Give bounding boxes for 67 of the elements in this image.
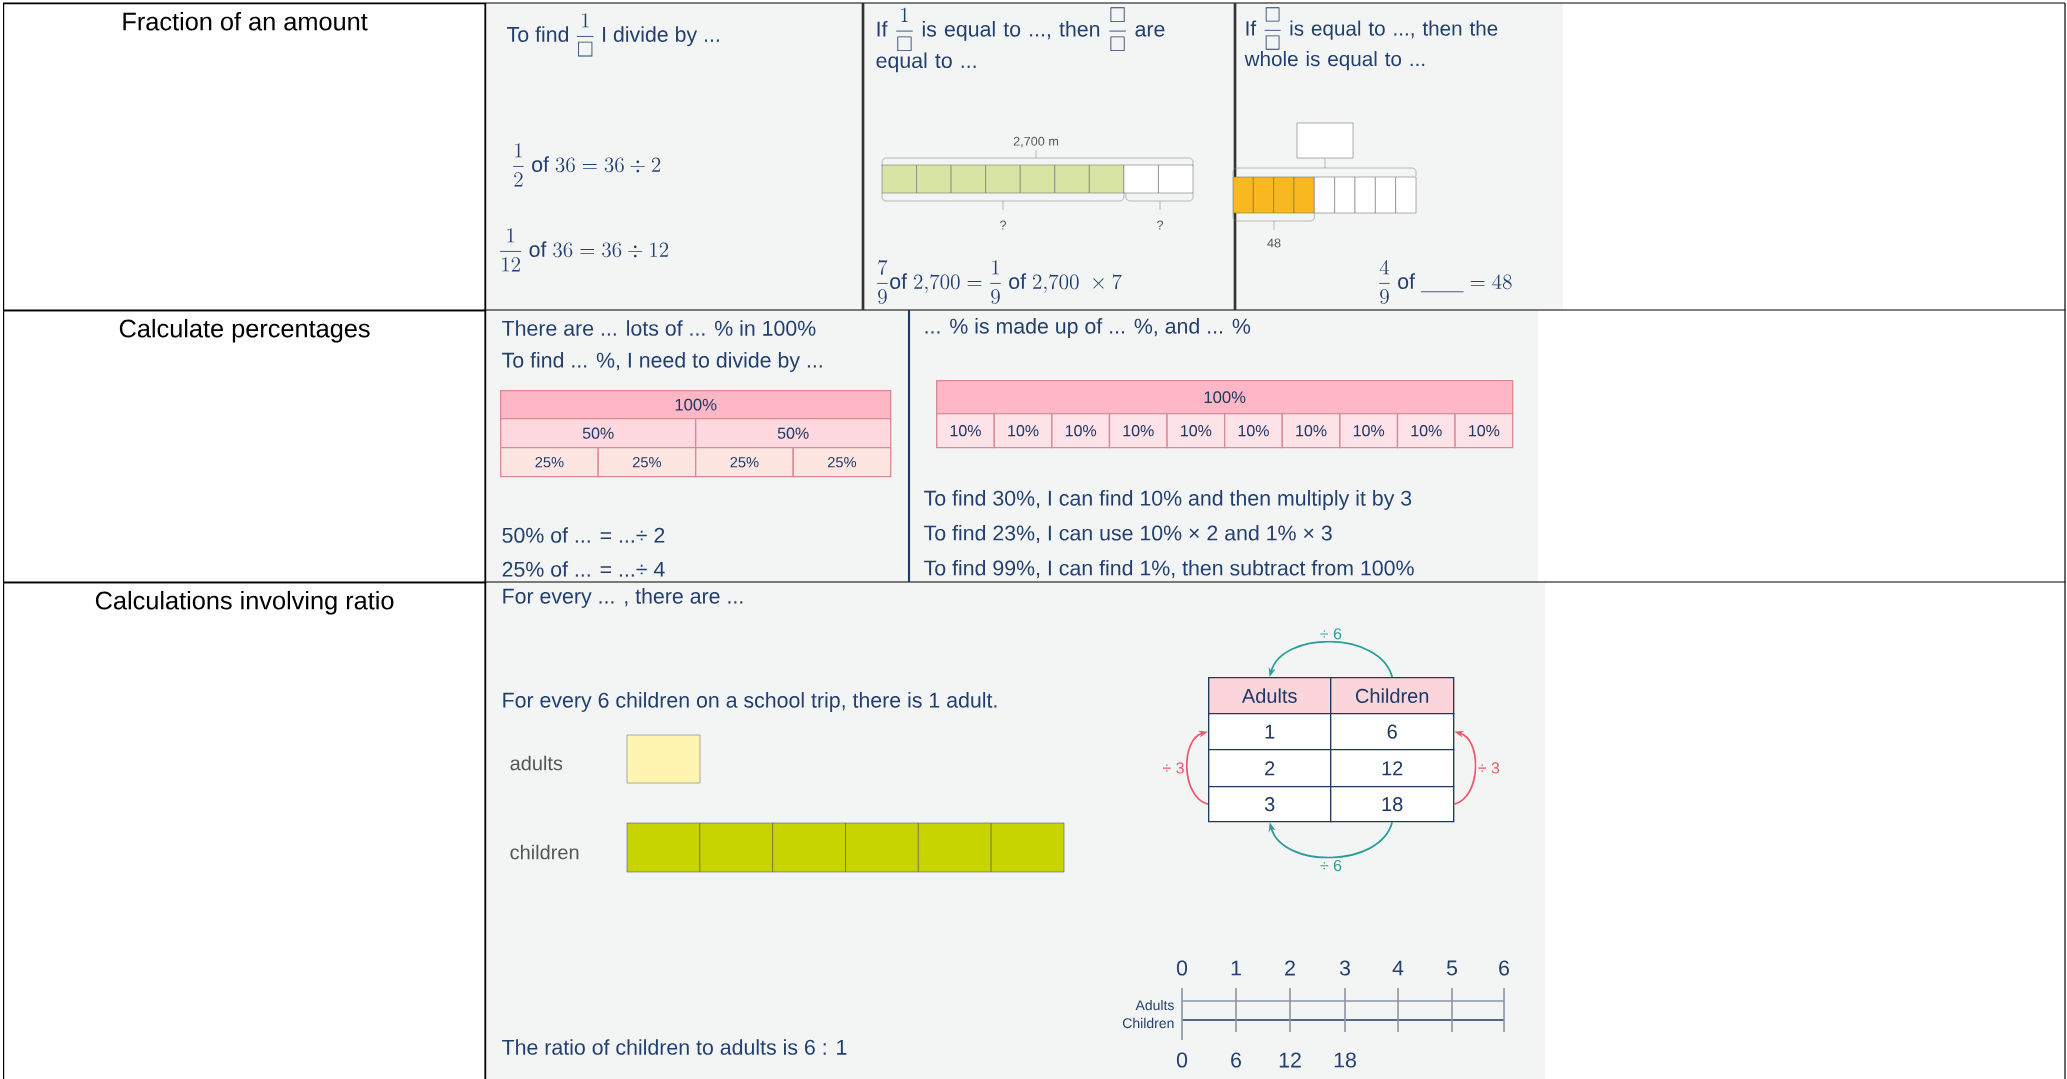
percentage-bar-cell: 50% [695, 418, 892, 449]
table-cell: 1 [1208, 713, 1332, 751]
number-label: 4 [1392, 960, 1404, 976]
row-header-cell: Fraction of an amount [3, 3, 487, 312]
percentage-bar-cell: 10% [1051, 413, 1111, 449]
number-label: 1 [1231, 960, 1241, 976]
sentence: To find ... %, I need to divide by ... [502, 352, 822, 372]
percentage-bar-cell: 10% [1396, 413, 1456, 449]
equation: $\text{If }\dfrac{\square}{\square}\text{ is equal to ..., then the }\allowbreak\text{whole is equal to ...}$ [1244, 7, 1498, 71]
sentence: To find 99%, I can find 1%, then subtract from 100% [924, 559, 1414, 579]
curved-arrow [1268, 821, 1394, 859]
row-header-cell: Calculate percentages [3, 310, 487, 584]
number-label: 5 [1446, 960, 1458, 976]
sentence: To find 30%, I can find 10% and then multiply it by 3 [924, 490, 1412, 510]
percentage-bar-cell: 25% [695, 447, 794, 478]
percentage-bar-cell: 100% [936, 380, 1514, 415]
number-label: 6 [1499, 960, 1509, 976]
percentage-bar-cell: 10% [1281, 413, 1341, 449]
number-label: 12 [1279, 1052, 1301, 1068]
measure-label: 2,700 m [1013, 136, 1059, 148]
sentence: 25% of ... = ...÷ 4 [502, 561, 665, 577]
equation: $\text{If }\dfrac{1}{\square}\text{ is equal to ..., then }\dfrac{\square}{\square}\text{ are }\allowbreak\text{equal to ...}$ [876, 7, 1165, 73]
table-cell: 2 [1208, 749, 1332, 788]
equation: $\dfrac{1}{12}\text{ of }36=36\div 12$ [500, 228, 669, 272]
number-label: 18 [1334, 1052, 1356, 1068]
sentence: For every ... , there are ... [503, 588, 743, 608]
equation: $\dfrac{1}{2}\text{ of }36=36\div 2$ [513, 143, 661, 187]
number-label: 6 [1231, 1052, 1241, 1068]
table-header-cell: Children [1330, 677, 1455, 715]
line-label: Adults [1135, 999, 1174, 1011]
number-label: 3 [1339, 960, 1350, 976]
percentage-bar-cell: 25% [597, 447, 697, 478]
measure-label: 48 [1267, 238, 1281, 248]
table-cell: 18 [1330, 786, 1455, 823]
percentage-bar-cell: 10% [1454, 413, 1514, 449]
equation: $\text{To find }\dfrac{1}{\square}\text{ I divide by ...}$ [507, 13, 719, 57]
percentage-bar-cell: 10% [1166, 413, 1226, 449]
row-header-cell: Calculations involving ratio [3, 582, 487, 1079]
percentage-bar-cell: 100% [500, 390, 892, 420]
curved-arrow [1453, 730, 1477, 806]
percentage-bar-cell: 10% [936, 413, 995, 449]
table-header-cell: Adults [1208, 677, 1332, 715]
sentence: There are ... lots of ... % in 100% [502, 320, 816, 336]
percentage-bar-cell: 10% [1224, 413, 1283, 449]
curved-arrow [1186, 730, 1209, 806]
number-label: 0 [1176, 960, 1188, 976]
table-cell: 3 [1208, 786, 1332, 823]
line-label: Children [1123, 1017, 1174, 1029]
percentage-bar-cell: 25% [500, 447, 599, 478]
unknown-label: ? [1000, 220, 1007, 230]
sentence: 50% of ... = ...÷ 2 [502, 527, 665, 543]
number-label: 2 [1285, 960, 1295, 976]
bar-label: children [510, 844, 579, 860]
sentence: To find 23%, I can use 10% × 2 and 1% × 3 [924, 524, 1332, 544]
percentage-bar-cell: 25% [792, 447, 892, 478]
unknown-label: ? [1157, 220, 1164, 230]
percentage-bar-cell: 50% [500, 418, 697, 449]
sentence: ... % is made up of ... %, and ... % [925, 318, 1251, 338]
percentage-bar-cell: 10% [1108, 413, 1168, 449]
equation: $\dfrac{4}{9}\text{ of }\underline{\hspace{2em}}=48$ [1379, 259, 1512, 304]
percentage-bar-cell: 10% [993, 413, 1053, 449]
table-cell: 6 [1330, 713, 1455, 751]
number-label: 0 [1176, 1052, 1188, 1068]
percentage-bar-cell: 10% [1339, 413, 1399, 449]
equation: $\dfrac{7}{9}\text{of }2{,}700=\dfrac{1}{9}\text{ of }2{,}700\ \times 7$ [877, 259, 1122, 304]
table-cell: 12 [1330, 749, 1455, 788]
bar-label: adults [510, 755, 563, 771]
